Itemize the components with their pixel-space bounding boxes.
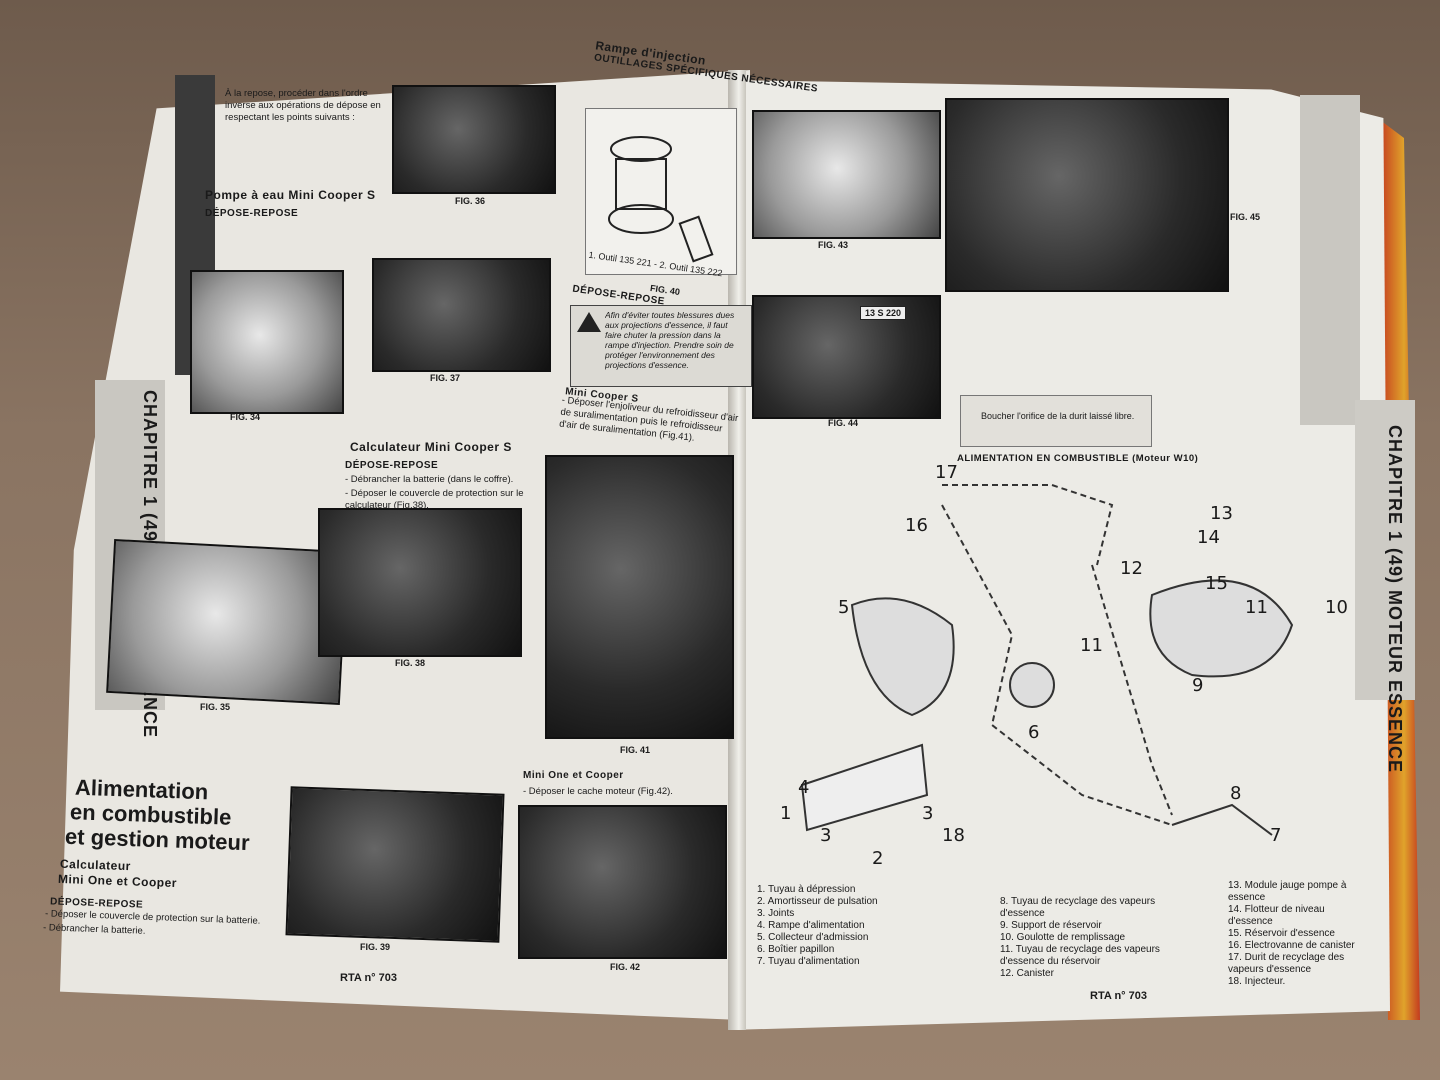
callout-11a: 11 [1245, 597, 1268, 618]
legend-item: 4. Rampe d'alimentation [757, 920, 865, 931]
intake-manifold [850, 597, 955, 717]
pompe-subtitle: DÉPOSE-REPOSE [205, 208, 299, 219]
legend-item: 8. Tuyau de recyclage des vapeurs d'esse… [1000, 896, 1156, 919]
callout-6: 6 [1028, 722, 1040, 743]
fig-38-caption: FIG. 38 [395, 658, 426, 668]
mini-one-text: - Déposer le cache moteur (Fig.42). [523, 786, 673, 797]
fig-38-photo [318, 508, 522, 657]
legend-item: 14. Flotteur de niveau d'essence [1228, 904, 1325, 927]
fig-41-caption: FIG. 41 [620, 745, 651, 755]
fig-45-photo [945, 98, 1229, 292]
fig-42-photo [518, 805, 727, 959]
fig-42-caption: FIG. 42 [610, 962, 641, 972]
calc-title: Calculateur Mini Cooper S [350, 440, 512, 454]
fig-41-photo [545, 455, 734, 739]
legend-item: 2. Amortisseur de pulsation [757, 896, 878, 907]
legend-item: 17. Durit de recyclage des vapeurs d'ess… [1228, 952, 1345, 975]
callout-18: 18 [942, 825, 965, 846]
fig-39-caption: FIG. 39 [360, 942, 391, 952]
callout-5: 5 [838, 597, 850, 618]
callout-12: 12 [1120, 558, 1143, 579]
fuel-rail [800, 743, 929, 832]
legend-item: 11. Tuyau de recyclage des vapeurs d'ess… [1000, 944, 1160, 967]
calc-step-2: - Déposer le couvercle de protection sur… [345, 488, 524, 511]
callout-7: 7 [1270, 825, 1282, 846]
fig-43-caption: FIG. 43 [818, 240, 849, 250]
callout-17: 17 [935, 462, 958, 483]
fig-45-caption: FIG. 45 [1230, 212, 1261, 222]
legend-item: 18. Injecteur. [1228, 976, 1286, 987]
callout-15: 15 [1205, 573, 1228, 594]
fig-35-caption: FIG. 35 [200, 702, 231, 712]
alim-sub-1: Calculateur [59, 856, 132, 874]
fig-36-photo [392, 85, 556, 194]
fuel-tool-drawing [608, 136, 714, 263]
callout-3b: 3 [922, 803, 934, 824]
fig-40-diagram [585, 108, 737, 275]
legend-item: 13. Module jauge pompe à essence [1228, 880, 1347, 903]
mini-one-label: Mini One et Cooper [523, 770, 624, 781]
fig-44-photo [752, 295, 941, 419]
warning-box: Afin d'éviter toutes blessures dues aux … [570, 305, 752, 387]
warning-icon [577, 312, 601, 332]
callout-2: 2 [872, 848, 884, 869]
fig-34-photo [190, 270, 344, 414]
legend-item: 3. Joints [757, 908, 795, 919]
alim-step-2: - Débrancher la batterie. [42, 922, 146, 937]
return-line [941, 504, 1173, 826]
callout-8: 8 [1230, 783, 1242, 804]
notice-box: Boucher l'orifice de la durit laissé lib… [960, 395, 1152, 447]
calc-subtitle: DÉPOSE-REPOSE [345, 460, 439, 471]
fig-44-caption: FIG. 44 [828, 418, 859, 428]
callout-11b: 11 [1080, 635, 1103, 656]
right-sidebar-text: CHAPITRE 1 (49) MOTEUR ESSENCE [1385, 425, 1405, 774]
throttle-body [1009, 662, 1055, 708]
left-footer: RTA n° 703 [340, 972, 397, 984]
vapour-line [942, 484, 1114, 566]
callout-9: 9 [1192, 675, 1204, 696]
fuel-tank [1149, 579, 1294, 678]
right-sidebar [1355, 400, 1415, 700]
callout-10: 10 [1325, 597, 1348, 618]
callout-16: 16 [905, 515, 928, 536]
legend-col-1: 1. Tuyau à dépression 2. Amortisseur de … [757, 884, 878, 968]
fig-39-photo [285, 786, 505, 943]
legend-item: 16. Electrovanne de canister [1228, 940, 1355, 951]
fuel-line [1091, 564, 1173, 816]
right-header-band [1300, 95, 1360, 425]
legend-col-3: 13. Module jauge pompe à essence 14. Flo… [1228, 880, 1368, 988]
diagram-title: ALIMENTATION EN COMBUSTIBLE (Moteur W10) [957, 453, 1199, 464]
callout-3a: 3 [820, 825, 832, 846]
calc-step-1: - Débrancher la batterie (dans le coffre… [345, 474, 514, 485]
pompe-intro: À la repose, procéder dans l'ordre inver… [225, 88, 381, 123]
legend-item: 12. Canister [1000, 968, 1054, 979]
warning-text: Afin d'éviter toutes blessures dues aux … [605, 310, 735, 370]
legend-item: 9. Support de réservoir [1000, 920, 1102, 931]
fig-37-caption: FIG. 37 [430, 373, 461, 383]
callout-13: 13 [1210, 503, 1233, 524]
legend-item: 7. Tuyau d'alimentation [757, 956, 860, 967]
fig-36-caption: FIG. 36 [455, 196, 486, 206]
legend-item: 1. Tuyau à dépression [757, 884, 856, 895]
notice-text: Boucher l'orifice de la durit laissé lib… [981, 411, 1135, 421]
legend-item: 15. Réservoir d'essence [1228, 928, 1335, 939]
tool-label: 13 S 220 [860, 306, 907, 320]
legend-item: 10. Goulotte de remplissage [1000, 932, 1126, 943]
legend-col-2: 8. Tuyau de recyclage des vapeurs d'esse… [1000, 896, 1190, 980]
supply-pipe [1171, 803, 1273, 836]
right-footer: RTA n° 703 [1090, 990, 1147, 1002]
legend-item: 6. Boîtier papillon [757, 944, 835, 955]
callout-1: 1 [780, 803, 792, 824]
callout-4: 4 [798, 777, 810, 798]
pompe-title: Pompe à eau Mini Cooper S [205, 188, 376, 202]
fig-43-photo [752, 110, 941, 239]
callout-14: 14 [1197, 527, 1220, 548]
legend-item: 5. Collecteur d'admission [757, 932, 869, 943]
fig-34-caption: FIG. 34 [230, 412, 261, 422]
fig-37-photo [372, 258, 551, 372]
fig-35-photo [106, 538, 348, 706]
fuel-system-diagram [800, 484, 1294, 836]
